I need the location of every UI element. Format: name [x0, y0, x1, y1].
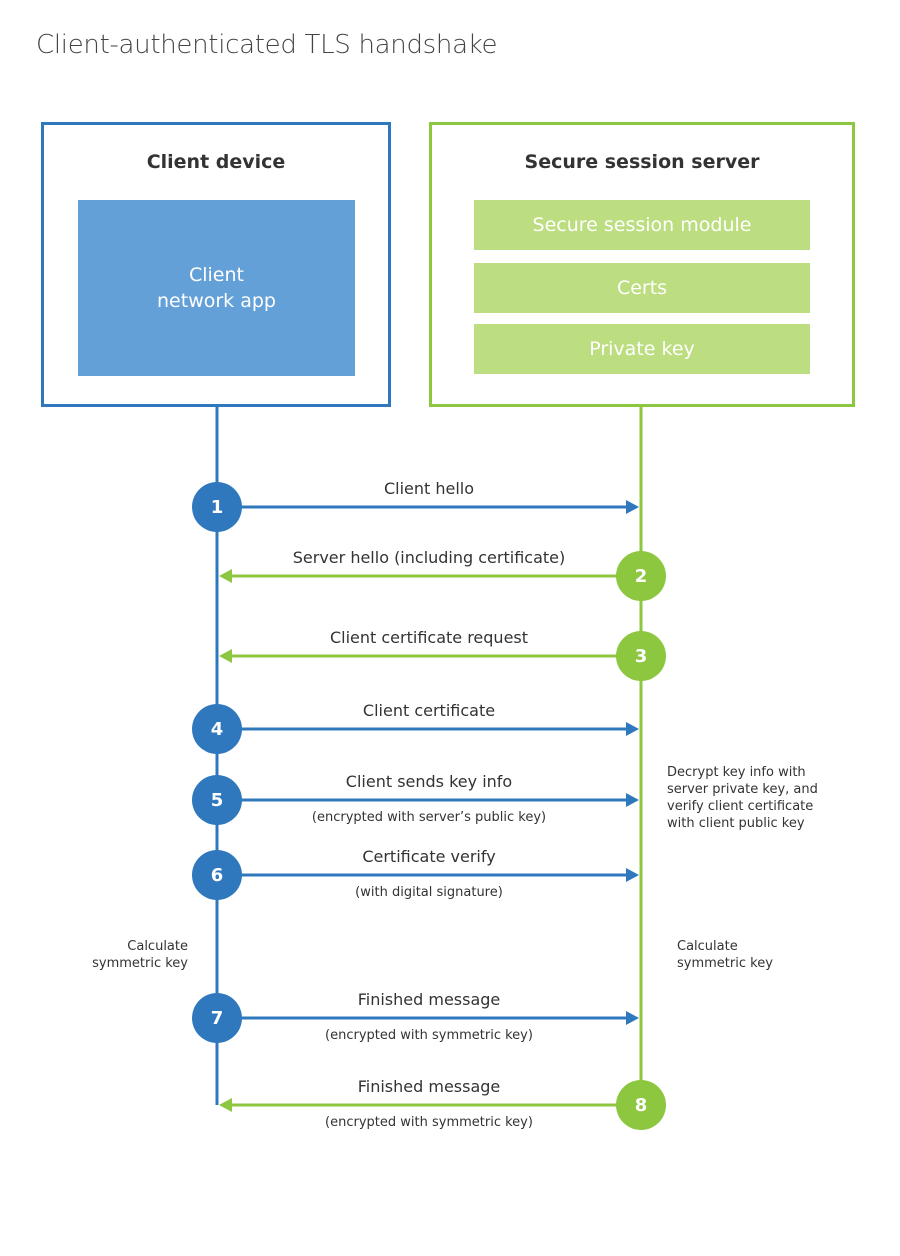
arrow-head — [626, 1011, 639, 1025]
client-network-app: Client network app — [78, 200, 355, 376]
step-sublabel: (encrypted with symmetric key) — [325, 1028, 533, 1043]
server-box: Secure session server Secure session mod… — [429, 122, 855, 407]
diagram-title: Client-authenticated TLS handshake — [36, 30, 498, 60]
arrow-head — [626, 793, 639, 807]
arrow-head — [219, 569, 232, 583]
step-number-badge: 4 — [192, 704, 242, 754]
step-number-badge: 3 — [616, 631, 666, 681]
private-key: Private key — [474, 324, 810, 374]
server-title: Secure session server — [524, 151, 760, 173]
step-number-badge: 8 — [616, 1080, 666, 1130]
step-number-badge: 2 — [616, 551, 666, 601]
step-label: Certificate verify — [362, 847, 496, 866]
arrow-head — [626, 868, 639, 882]
arrow-head — [219, 649, 232, 663]
secure-session-module: Secure session module — [474, 200, 810, 250]
step-label: Server hello (including certificate) — [292, 548, 566, 567]
arrow-head — [626, 500, 639, 514]
server-calc-note: Calculate symmetric key — [677, 939, 773, 971]
step-label: Finished message — [357, 1077, 501, 1096]
step-sublabel: (encrypted with server’s public key) — [311, 810, 547, 825]
client-calc-note: Calculate symmetric key — [92, 939, 188, 971]
arrow-head — [626, 722, 639, 736]
step-label: Finished message — [357, 990, 501, 1009]
step-label: Client hello — [383, 479, 475, 498]
certs: Certs — [474, 263, 810, 313]
step-sublabel: (encrypted with symmetric key) — [325, 1115, 533, 1130]
arrow-head — [219, 1098, 232, 1112]
step-label: Client sends key info — [345, 772, 513, 791]
server-decrypt-note: Decrypt key info with server private key… — [667, 765, 818, 831]
step-number-badge: 1 — [192, 482, 242, 532]
step-number-badge: 7 — [192, 993, 242, 1043]
client-device-title: Client device — [146, 151, 286, 173]
step-label: Client certificate request — [329, 628, 529, 647]
step-sublabel: (with digital signature) — [355, 885, 503, 900]
step-number-badge: 6 — [192, 850, 242, 900]
client-device-box: Client device Client network app — [41, 122, 391, 407]
step-number-badge: 5 — [192, 775, 242, 825]
step-label: Client certificate — [362, 701, 496, 720]
